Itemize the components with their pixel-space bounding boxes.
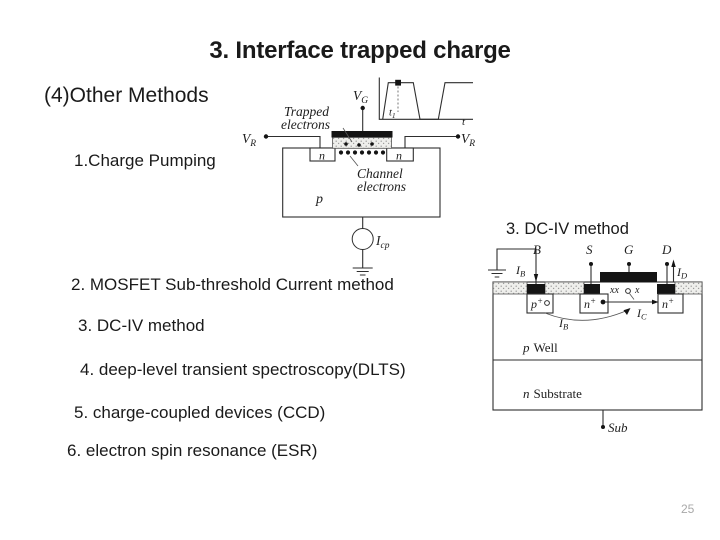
n-region-left [309, 147, 336, 162]
ib-current-arc: IB [544, 308, 631, 332]
svg-text:VR: VR [461, 131, 475, 149]
icp-current-meter: Icp [351, 217, 390, 268]
svg-text:G: G [624, 242, 634, 257]
method-item-ccd: 5. charge-coupled devices (CCD) [74, 403, 326, 422]
interface-traps: xx x [609, 285, 640, 300]
n-plus-source-region: n+ [579, 293, 609, 314]
drain-terminal: D ID [661, 242, 688, 284]
vr-terminal-right: VR [404, 131, 475, 149]
svg-text:ID: ID [676, 265, 688, 281]
ic-current-arrow: IC [605, 299, 659, 322]
svg-text:Icp: Icp [375, 233, 390, 251]
svg-text:B: B [533, 242, 541, 257]
p-plus-region: p+ [526, 293, 554, 314]
gate-waveform-plot: t1 t [378, 77, 473, 128]
gate-electrode [600, 272, 657, 282]
svg-text:p+: p+ [530, 296, 543, 311]
svg-text:t: t [462, 116, 466, 128]
body-terminal: B IB [496, 242, 541, 284]
gate-oxide [332, 136, 392, 149]
channel-electrons-dots [338, 150, 386, 155]
method-item-charge-pumping: 1.Charge Pumping [74, 151, 216, 170]
method-item-dciv: 3. DC-IV method [78, 316, 205, 335]
method-item-esr: 6. electron spin resonance (ESR) [67, 441, 318, 460]
svg-text:n+: n+ [662, 296, 674, 311]
subtitle-other-methods: (4)Other Methods [44, 84, 209, 107]
n-region-right [386, 147, 414, 162]
gate-electrode [331, 131, 393, 138]
vr-terminal-left: VR [242, 131, 321, 149]
svg-text:D: D [661, 242, 672, 257]
ground-icon [352, 267, 373, 276]
vg-terminal: VG [353, 88, 368, 131]
page-number: 25 [681, 502, 695, 516]
source-terminal: S [586, 242, 593, 284]
n-plus-drain-region: n+ [657, 293, 684, 314]
svg-text:Sub: Sub [608, 420, 628, 435]
dciv-diagram-heading: 3. DC-IV method [506, 220, 629, 238]
method-item-subthreshold: 2. MOSFET Sub-threshold Current method [71, 275, 394, 294]
page-title: 3. Interface trapped charge [209, 37, 511, 64]
svg-text:electrons: electrons [357, 179, 406, 194]
svg-text:n: n [319, 149, 325, 163]
metal-contacts [527, 284, 675, 294]
svg-text:S: S [586, 242, 593, 257]
svg-text:IC: IC [636, 306, 647, 322]
charge-pumping-diagram: t1 t VG n n p VR VR [242, 77, 475, 276]
svg-text:n: n [396, 149, 402, 163]
gate-terminal: G [624, 242, 634, 272]
svg-text:Trapped: Trapped [284, 104, 329, 119]
field-oxide-blocks [492, 281, 703, 295]
svg-text:IB: IB [558, 316, 568, 332]
svg-text:IB: IB [515, 263, 525, 279]
svg-text:Channel: Channel [357, 166, 403, 181]
svg-text:x: x [634, 285, 640, 296]
substrate-terminal: Sub [601, 410, 628, 435]
t1-marker [395, 79, 401, 86]
channel-electrons-label: Channel electrons [349, 155, 406, 194]
svg-text:VG: VG [353, 88, 368, 106]
svg-text:t1: t1 [389, 108, 396, 121]
svg-text:p: p [315, 192, 323, 207]
svg-text:xx: xx [609, 285, 619, 296]
ground-icon [488, 269, 506, 278]
method-item-dlts: 4. deep-level transient spectroscopy(DLT… [80, 360, 406, 379]
svg-text:VR: VR [242, 131, 256, 149]
trapped-electrons-dots [344, 142, 374, 147]
svg-text:n+: n+ [584, 296, 596, 311]
svg-text:electrons: electrons [281, 117, 330, 132]
trapped-electrons-label: Trapped electrons [281, 104, 353, 143]
